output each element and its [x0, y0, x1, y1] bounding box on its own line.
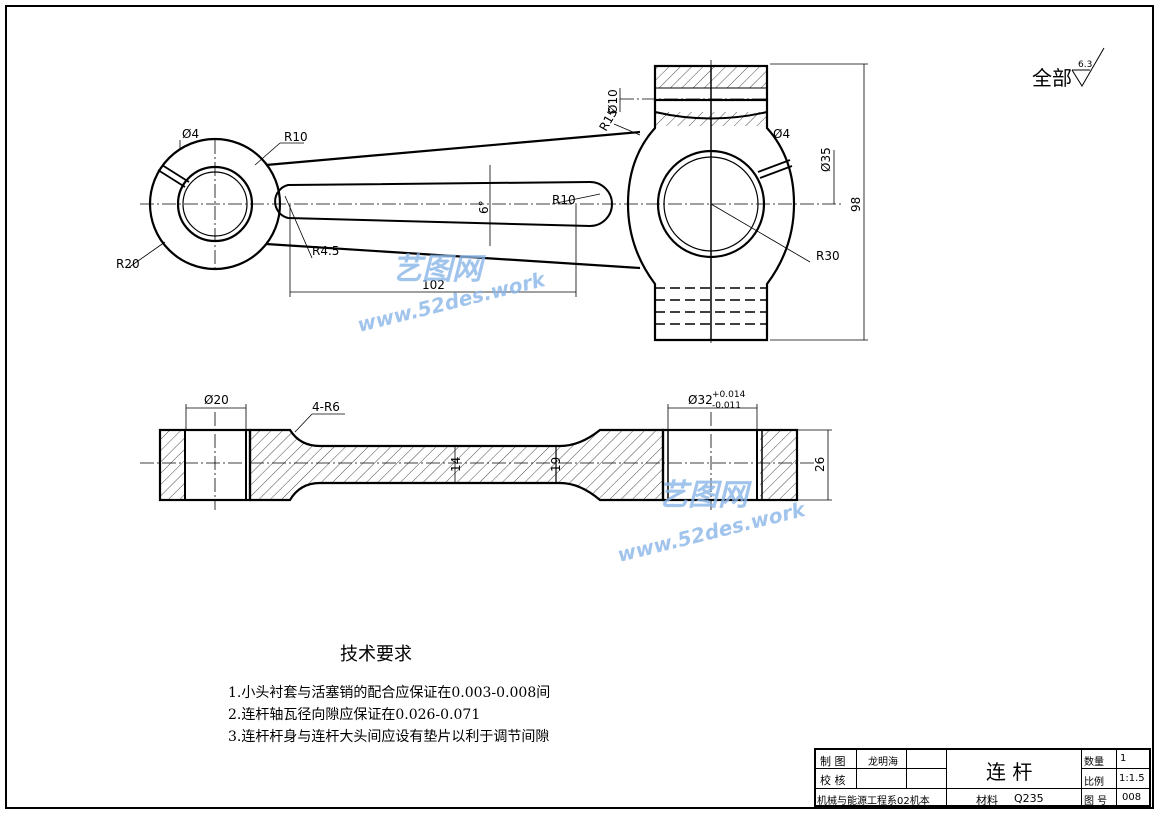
tb-qty: 1: [1120, 753, 1127, 764]
tb-org: 机械与能源工程系02机本: [817, 796, 930, 807]
tb-qty-label: 数量: [1084, 757, 1104, 768]
section-view: [140, 404, 832, 510]
dim-phi35: Ø35: [819, 147, 833, 172]
dim-r45: R4.5: [312, 244, 339, 258]
small-end-outer: [148, 137, 282, 271]
tb-material-label: 材料: [976, 794, 998, 807]
tb-draw-name: 龙明海: [868, 757, 898, 768]
front-view: [127, 60, 868, 345]
rod-outline: [265, 130, 641, 270]
tb-scale-label: 比例: [1084, 777, 1104, 788]
dim-14: 14: [449, 457, 463, 472]
dim-r10-mid: R10: [552, 193, 576, 207]
tb-scale: 1:1.5: [1119, 773, 1145, 784]
dim-r10-top: R10: [284, 130, 308, 144]
roughness-symbol: [1071, 47, 1105, 87]
roughness-value: 6.3: [1078, 60, 1092, 70]
dim-4-r6: 4-R6: [312, 400, 340, 414]
tb-check-label: 校 核: [820, 774, 846, 787]
dim-phi4-right: Ø4: [773, 127, 790, 141]
roughness-label: 全部: [1032, 66, 1072, 90]
title-block: 制 图 龙明海 校 核 机械与能源工程系02机本 连 杆 材料 Q235 数量 …: [814, 748, 1151, 807]
dim-98: 98: [849, 197, 863, 212]
dim-26: 26: [813, 457, 827, 472]
section-view-dimension-text: Ø20 4-R6 Ø32 +0.014 -0.011 14 19 26: [204, 390, 827, 472]
dim-r30: R30: [816, 249, 840, 263]
dim-phi32-lower: -0.011: [712, 401, 741, 411]
dim-r20: R20: [116, 257, 140, 271]
rod-slot: [274, 180, 613, 228]
dim-phi4-left: Ø4: [182, 127, 199, 141]
dim-phi32: Ø32: [688, 393, 713, 407]
note-line-2: 2.连杆轴瓦径向隙应保证在0.026-0.071: [228, 707, 481, 723]
tb-dwg-no: 008: [1122, 792, 1142, 803]
watermark-brand-2: 艺图网: [658, 478, 748, 513]
dim-phi32-upper: +0.014: [712, 390, 746, 400]
notes-title: 技术要求: [340, 644, 412, 665]
dim-phi10: Ø10: [606, 89, 620, 114]
dim-19: 19: [549, 457, 563, 472]
note-line-3: 3.连杆杆身与连杆大头间应设有垫片以利于调节间隙: [228, 729, 550, 745]
dim-angle-6: 6°: [477, 200, 491, 214]
tb-material: Q235: [1014, 792, 1044, 805]
dim-102: 102: [422, 278, 445, 292]
small-end-bore: [176, 165, 254, 243]
tb-part-name: 连 杆: [986, 760, 1033, 784]
dim-phi20: Ø20: [204, 393, 229, 407]
note-line-1: 1.小头衬套与活塞销的配合应保证在0.003-0.008间: [228, 685, 551, 701]
tb-dwg-label: 图 号: [1084, 796, 1108, 807]
watermark-brand-1: 艺图网: [392, 252, 482, 287]
drawing-border: [5, 5, 1154, 809]
tb-draw-label: 制 图: [820, 755, 846, 768]
